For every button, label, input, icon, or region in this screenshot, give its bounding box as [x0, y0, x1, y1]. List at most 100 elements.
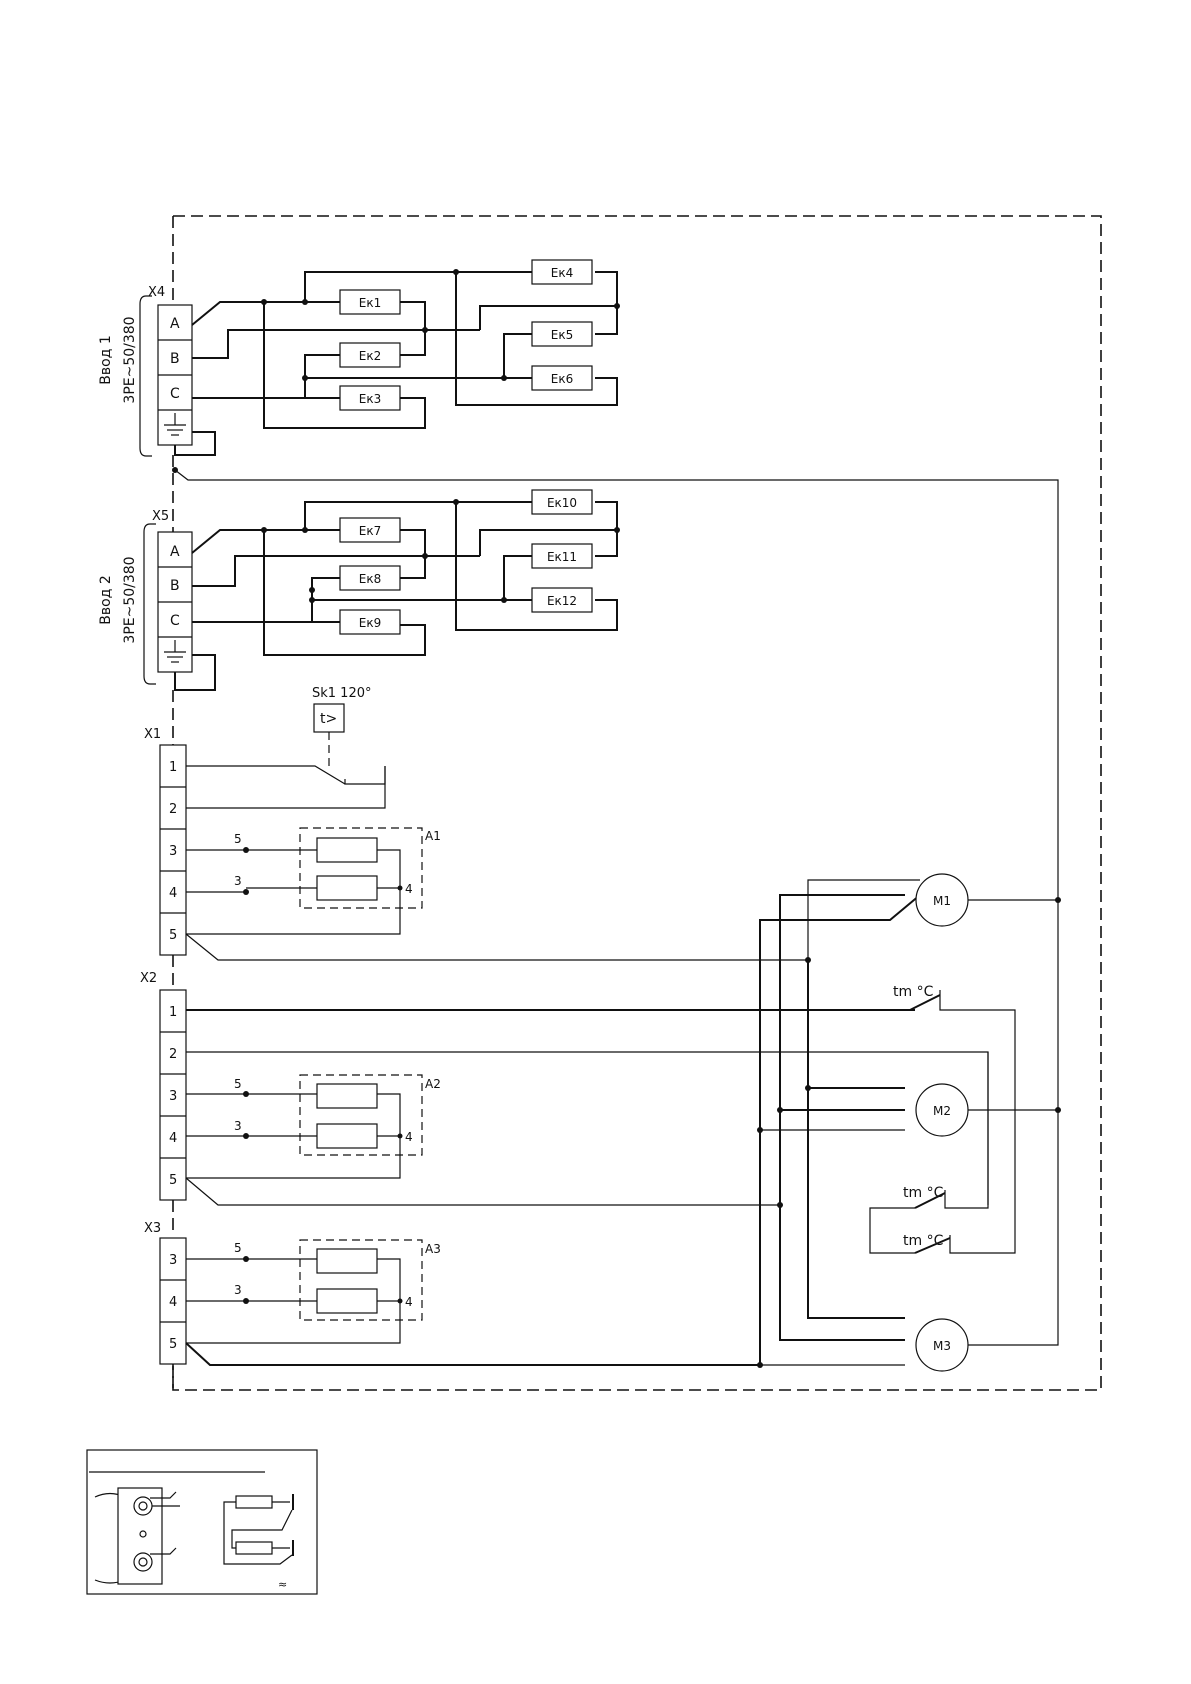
thermostat-symbol: t>	[320, 711, 337, 727]
input2-label: Ввод 2 3PE~50/380	[98, 556, 138, 643]
svg-text:3: 3	[169, 1253, 177, 1268]
heater-ek12: Ек12	[531, 587, 593, 613]
ground-icon	[164, 413, 186, 436]
svg-text:4: 4	[169, 1295, 177, 1310]
ground-bus	[174, 469, 1059, 1346]
svg-text:Ек1: Ек1	[359, 296, 381, 310]
x4-terminal-c: C	[170, 386, 180, 402]
svg-text:A1: A1	[425, 829, 441, 843]
heater-ek5: Ек5	[531, 321, 593, 347]
svg-text:4: 4	[405, 882, 413, 896]
svg-text:Ек12: Ек12	[547, 594, 577, 608]
svg-text:2: 2	[169, 802, 177, 817]
heater-ek4: Ек4	[531, 259, 593, 285]
terminal-block-x4: X4 A B C	[148, 285, 193, 446]
svg-text:tm °C: tm °C	[893, 984, 934, 1000]
thermal-switch-1: tm °C	[893, 984, 1016, 1254]
x1-label: X1	[144, 727, 161, 742]
svg-text:M1: M1	[933, 894, 951, 908]
svg-text:4: 4	[169, 1131, 177, 1146]
heater-ek10: Ек10	[531, 489, 593, 515]
motor-m3: M3	[915, 1318, 969, 1372]
motor-m2: M2	[915, 1083, 969, 1137]
x4-terminal-a: A	[170, 316, 180, 332]
x3-label: X3	[144, 1221, 161, 1236]
terminal-block-x2: X2 1 2 3 4 5	[140, 971, 187, 1201]
svg-text:Ввод 2: Ввод 2	[98, 575, 114, 624]
svg-text:M2: M2	[933, 1104, 951, 1118]
inset-symbol: ≈	[278, 1578, 287, 1591]
heater-ek11: Ек11	[531, 543, 593, 569]
module-a1: A1 4	[246, 827, 441, 909]
heater-ek3: Ек3	[339, 385, 401, 411]
input1-brace	[139, 295, 152, 457]
x1-wiring: 5 3	[185, 765, 808, 961]
module-a3: A3 4	[246, 1239, 441, 1321]
svg-text:3PE~50/380: 3PE~50/380	[122, 556, 138, 643]
thermal-switch-3: tm °C	[903, 1233, 990, 1254]
enclosure-outline	[172, 215, 1102, 1391]
heater-ek8: Ек8	[339, 565, 401, 591]
x4-terminal-b: B	[170, 351, 180, 367]
input2-brace	[143, 523, 156, 685]
x5-terminal-b: B	[170, 578, 180, 594]
thermostat-sk1: Sk1 120° t>	[312, 686, 372, 770]
module-a2: A2 4	[246, 1074, 441, 1156]
svg-text:Ек2: Ек2	[359, 349, 381, 363]
svg-text:Ввод 1: Ввод 1	[98, 335, 114, 384]
svg-text:Ек5: Ек5	[551, 328, 573, 342]
svg-text:A3: A3	[425, 1242, 441, 1256]
svg-text:3: 3	[234, 1283, 242, 1297]
heater-ek6: Ек6	[531, 365, 593, 391]
svg-text:Ек6: Ек6	[551, 372, 573, 386]
svg-text:5: 5	[169, 928, 177, 943]
x2-wiring: 5 3	[185, 1009, 989, 1206]
motor-m1: M1	[915, 873, 969, 927]
svg-text:3: 3	[169, 1089, 177, 1104]
svg-text:Ек9: Ек9	[359, 616, 381, 630]
x5-terminal-a: A	[170, 544, 180, 560]
svg-text:1: 1	[169, 1005, 177, 1020]
svg-text:5: 5	[234, 832, 242, 846]
svg-text:3PE~50/380: 3PE~50/380	[122, 316, 138, 403]
svg-text:5: 5	[169, 1337, 177, 1352]
svg-text:5: 5	[234, 1077, 242, 1091]
terminal-block-x1: X1 1 2 3 4 5	[144, 727, 187, 956]
svg-text:4: 4	[169, 886, 177, 901]
svg-text:Ек4: Ек4	[551, 266, 573, 280]
ground-icon	[164, 640, 186, 663]
svg-text:2: 2	[169, 1047, 177, 1062]
motor-feed-wiring	[757, 879, 1061, 1368]
svg-text:tm °C: tm °C	[903, 1185, 944, 1201]
inset-detail: ≈	[86, 1449, 318, 1595]
svg-text:5: 5	[234, 1241, 242, 1255]
x4-label: X4	[148, 285, 165, 300]
svg-text:3: 3	[234, 1119, 242, 1133]
terminal-block-x5: X5 A B C	[152, 509, 193, 673]
svg-text:tm °C: tm °C	[903, 1233, 944, 1249]
svg-text:M3: M3	[933, 1339, 951, 1353]
terminal-block-x3: X3 3 4 5	[144, 1221, 187, 1365]
svg-text:3: 3	[234, 874, 242, 888]
input1-label: Ввод 1 3PE~50/380	[98, 316, 138, 403]
svg-text:Ек7: Ек7	[359, 524, 381, 538]
heater-ek9: Ек9	[339, 609, 401, 635]
svg-text:Ек3: Ек3	[359, 392, 381, 406]
x5-label: X5	[152, 509, 169, 524]
svg-text:Ек8: Ек8	[359, 572, 381, 586]
svg-text:A2: A2	[425, 1077, 441, 1091]
svg-text:Ек11: Ек11	[547, 550, 577, 564]
thermostat-label: Sk1 120°	[312, 686, 372, 701]
thermal-switch-2: tm °C	[869, 1052, 989, 1254]
x5-wiring	[174, 499, 620, 691]
heater-ek7: Ек7	[339, 517, 401, 543]
x5-terminal-c: C	[170, 613, 180, 629]
svg-text:4: 4	[405, 1295, 413, 1309]
svg-text:4: 4	[405, 1130, 413, 1144]
x2-label: X2	[140, 971, 157, 986]
svg-text:3: 3	[169, 844, 177, 859]
svg-text:1: 1	[169, 760, 177, 775]
svg-text:Ек10: Ек10	[547, 496, 577, 510]
heater-ek2: Ек2	[339, 342, 401, 368]
